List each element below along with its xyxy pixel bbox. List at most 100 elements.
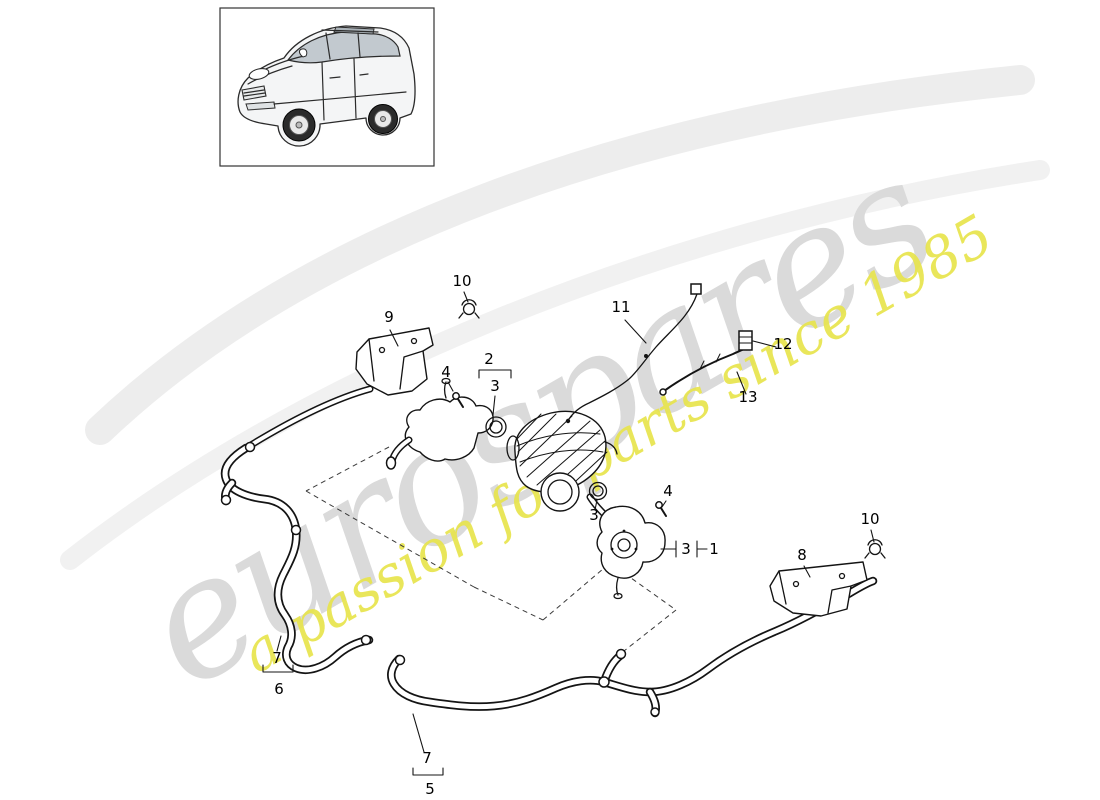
part-label-1[interactable]: 1 [709, 540, 719, 558]
leader-lines [262, 291, 875, 776]
engine-fins [515, 413, 608, 494]
bolt-4-left-shaft [457, 398, 464, 408]
housing-body [404, 396, 494, 462]
part-label-7-left[interactable]: 7 [272, 649, 282, 667]
part-label-8[interactable]: 8 [797, 546, 807, 564]
leader-13 [736, 371, 747, 395]
leader-4-right [661, 500, 667, 508]
bracket-3-1 [660, 540, 708, 558]
bolt-4-right-shaft [660, 507, 667, 517]
swoosh-arc [85, 65, 1035, 445]
swoosh-arc [60, 160, 1050, 570]
cable-end [565, 418, 571, 424]
car-rear-hub [380, 116, 386, 122]
clip-10-right [864, 539, 886, 559]
clip-ring [462, 302, 476, 316]
hose-clamp [220, 494, 232, 506]
part-label-4-left[interactable]: 4 [441, 363, 451, 381]
shield-hole [838, 572, 846, 580]
car-headlight [248, 68, 270, 80]
shield-outline [355, 327, 434, 396]
clip-10-left [458, 299, 480, 319]
engine-outlet [604, 441, 618, 455]
leader-10-left [463, 291, 469, 303]
watermark-swoosh [60, 65, 1050, 570]
hose-connector [290, 524, 302, 536]
vehicle-drawing [237, 25, 416, 147]
bracket-7-5 [412, 767, 444, 776]
cable-clip [644, 354, 648, 358]
outlet-flange [385, 456, 397, 470]
part-label-5[interactable]: 5 [425, 780, 435, 798]
shield-hole [792, 580, 800, 588]
valve-lower-stub-end [613, 592, 623, 600]
leader-8 [803, 565, 811, 578]
car-grille [241, 85, 267, 101]
hose-connector [598, 676, 610, 688]
clip-ring [868, 542, 882, 556]
part-label-10-right[interactable]: 10 [860, 510, 879, 528]
sensor-cable-11 [565, 283, 702, 424]
dashed-line [473, 586, 544, 621]
engine-ribs [516, 432, 604, 463]
seal-ring-3-right [588, 481, 608, 501]
seal-ring-3-left-inner [489, 420, 503, 434]
car-intake [245, 101, 276, 111]
connector-12-body [738, 330, 753, 351]
dashed-line [542, 562, 611, 621]
leader-4-left [447, 381, 454, 392]
shield-hole [410, 337, 418, 345]
engine-center-unit [506, 410, 618, 512]
clip-tabs [864, 539, 886, 559]
bleed-stub-end [441, 377, 451, 385]
car-front-hub [295, 121, 303, 129]
car-door-lines [273, 58, 407, 121]
water-valve-assembly-1 [586, 481, 667, 600]
engine-flange-inner [547, 479, 573, 505]
harness-end [659, 388, 667, 396]
bolt-4-left-head [452, 392, 460, 400]
leader-9 [389, 329, 399, 347]
part-label-7-bottom[interactable]: 7 [422, 749, 432, 767]
vehicle-thumbnail [219, 7, 435, 167]
car-mirror [299, 48, 308, 58]
leader-3-right [594, 499, 598, 511]
part-label-13[interactable]: 13 [738, 388, 757, 406]
hose-clamp [650, 707, 660, 717]
part-label-4-right[interactable]: 4 [663, 482, 673, 500]
valve-bolt-dot [634, 547, 638, 551]
seal-ring-3-right-inner [592, 485, 604, 497]
leader-12 [752, 340, 777, 348]
cable-connector [690, 283, 702, 295]
part-label-2[interactable]: 2 [484, 350, 494, 368]
dashed-line [623, 609, 677, 652]
part-label-11[interactable]: 11 [611, 298, 630, 316]
car-windows [286, 31, 401, 64]
hose-assembly-6 [220, 441, 374, 675]
leader-7-bottom [412, 713, 425, 753]
part-label-12[interactable]: 12 [773, 335, 792, 353]
hose-clamp [360, 634, 372, 646]
car-pillars [321, 29, 379, 60]
harness-tape-marks [699, 353, 721, 370]
part-label-3-right[interactable]: 3 [589, 506, 599, 524]
heat-shield-9 [355, 327, 434, 396]
valve-body [596, 505, 666, 579]
seal-ring-3-left [485, 416, 507, 438]
car-grille-slats [243, 89, 266, 97]
hose-assembly-5 [387, 576, 878, 718]
cable-path [568, 293, 698, 420]
connector-12-pins [738, 336, 753, 344]
part-label-3-left[interactable]: 3 [490, 377, 500, 395]
part-label-3-bracket[interactable]: 3 [681, 540, 691, 558]
heat-shield-8 [769, 561, 868, 617]
thermostat-housing-2 [385, 377, 507, 470]
part-labels: 10 9 2 3 4 11 12 13 3 4 3 1 10 8 7 6 7 5 [272, 272, 879, 798]
part-label-6[interactable]: 6 [274, 680, 284, 698]
hose-clamp [615, 648, 627, 660]
valve-lower-stub [615, 577, 619, 596]
engine-body [514, 410, 607, 493]
part-label-10-left[interactable]: 10 [452, 272, 471, 290]
part-label-9[interactable]: 9 [384, 308, 394, 326]
